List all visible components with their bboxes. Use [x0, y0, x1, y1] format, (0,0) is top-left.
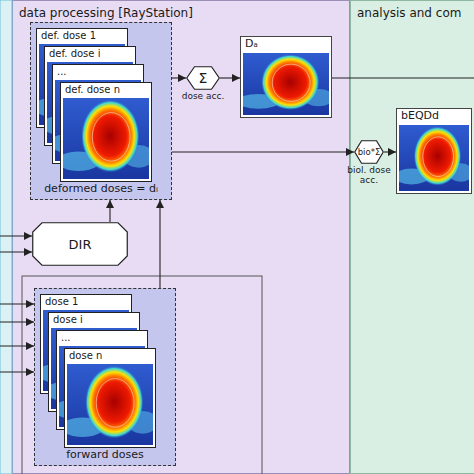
dose-card: dose n [64, 348, 156, 448]
dose-image: bEQDd [396, 108, 472, 194]
input-arrow [0, 322, 34, 323]
node-label: ... [61, 332, 71, 343]
dose-hotspot [81, 100, 139, 173]
flow-arrow [172, 151, 354, 152]
node-label: DIR [32, 222, 128, 266]
node-label: def. dose 1 [41, 30, 96, 41]
dose-hotspot [414, 126, 462, 185]
dose-hotspot [261, 54, 319, 110]
octagon-process: DIR [32, 222, 128, 266]
panel-band: data processing [RayStation] deformed dos… [12, 0, 350, 474]
input-arrow [0, 372, 34, 373]
node-label: Dₐ [245, 37, 258, 50]
frame-outline [22, 276, 262, 474]
dose-map [67, 364, 153, 445]
node-label: bio*Σ [354, 140, 384, 164]
hexagon-shape [355, 141, 384, 164]
node-label: def. dose n [65, 84, 120, 95]
output-line [332, 78, 474, 79]
flow-arrow [384, 151, 396, 152]
target-contour [423, 137, 454, 177]
node-label: data processing [RayStation] [19, 6, 193, 20]
flow-arrow [109, 200, 110, 222]
node-caption: biol. dose acc. [345, 166, 393, 186]
dose-image: Dₐ [240, 36, 332, 118]
octagon-shape [33, 223, 128, 266]
input-arrow [0, 304, 34, 305]
input-arrow [0, 346, 34, 347]
dose-hotspot [85, 366, 143, 439]
panel-band: analysis and com bio*Σbiol. dose acc. bEQD… [350, 0, 474, 474]
node-label: dose n [69, 350, 102, 361]
flow-arrow [220, 77, 240, 78]
input-arrow [0, 252, 32, 253]
node-label: deformed doses = dᵢ [31, 182, 171, 195]
node-label: Σ [186, 66, 220, 90]
target-contour [92, 113, 130, 162]
side-band [0, 0, 12, 474]
node-label: ... [57, 66, 67, 77]
dose-map [63, 98, 149, 179]
node-label: def. dose i [49, 48, 100, 59]
hexagon-operator: Σdose acc. [186, 66, 220, 90]
node-caption: dose acc. [179, 92, 227, 102]
hexagon-operator: bio*Σbiol. dose acc. [354, 140, 384, 164]
node-label: analysis and com [357, 6, 461, 20]
dose-card: def. dose n [60, 82, 152, 182]
node-label: bEQDd [401, 109, 439, 122]
input-arrow [0, 236, 32, 237]
hexagon-shape [187, 67, 220, 90]
node-label: forward doses [35, 448, 175, 461]
group-box: deformed doses = dᵢ def. dose 1 def. dose … [30, 22, 172, 200]
node-label: dose 1 [45, 296, 78, 307]
flow-arrow [172, 77, 186, 78]
dose-map [399, 125, 469, 191]
dose-map [243, 53, 329, 115]
node-label: dose i [53, 314, 83, 325]
flow-arrow [159, 200, 160, 288]
target-contour [272, 64, 310, 101]
target-contour [96, 379, 134, 428]
group-box: forward doses dose 1 dose i... dose n [34, 288, 176, 466]
